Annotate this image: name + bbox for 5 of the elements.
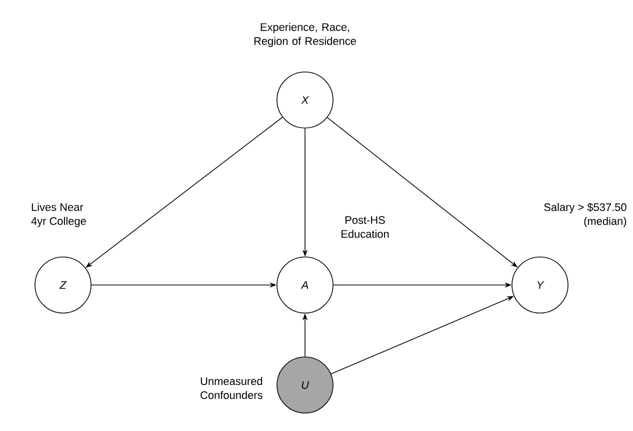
variable-caption: Post-HS Education: [342, 216, 389, 238]
variable-caption: Salary > $537.50 (median): [544, 202, 626, 228]
variable-caption: Experience, Race, Region of Residence: [254, 22, 356, 48]
variable-caption: Lives Near 4yr College: [31, 202, 86, 228]
variable-caption: Unmeasured Confounders: [200, 377, 262, 399]
